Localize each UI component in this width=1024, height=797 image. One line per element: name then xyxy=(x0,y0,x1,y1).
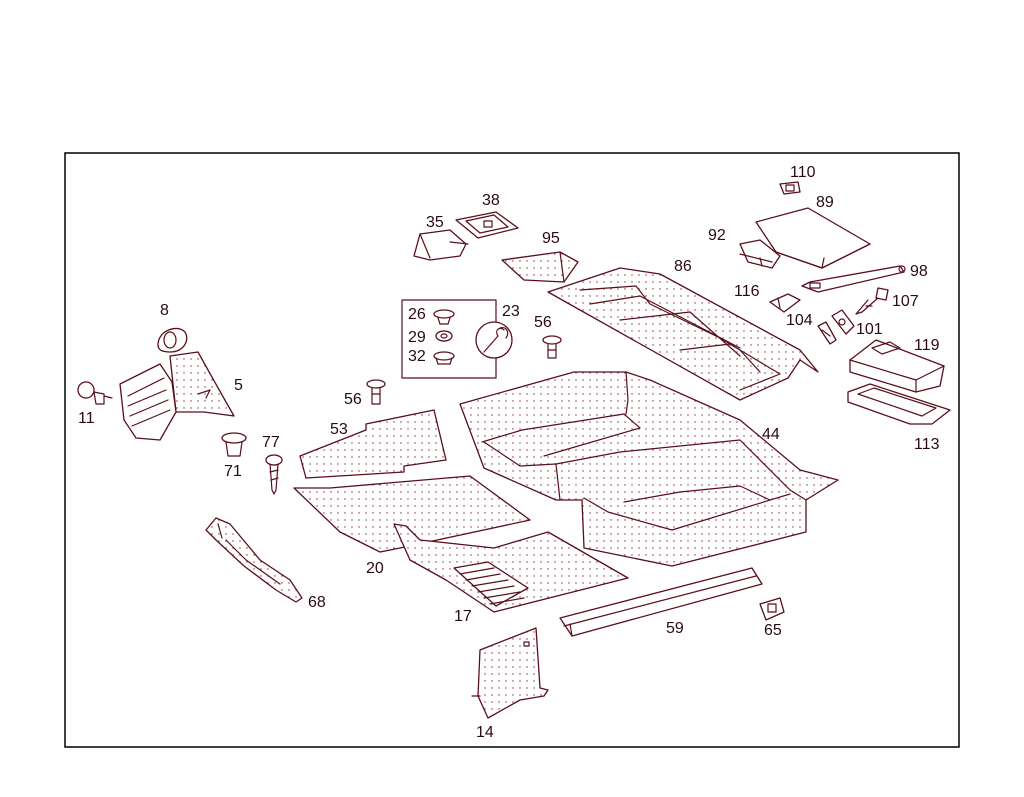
label-38: 38 xyxy=(482,192,500,209)
part-68-side-panel xyxy=(205,517,303,603)
label-35: 35 xyxy=(426,214,444,231)
label-53: 53 xyxy=(330,421,348,438)
part-20-carpet xyxy=(293,475,531,553)
label-14: 14 xyxy=(476,724,494,741)
label-32: 32 xyxy=(408,348,426,365)
part-119-box xyxy=(849,339,945,393)
part-86-rear-floor-panel xyxy=(547,267,819,401)
part-113-tray xyxy=(847,383,951,425)
label-8: 8 xyxy=(160,302,169,319)
label-59: 59 xyxy=(666,620,684,637)
label-71: 71 xyxy=(224,463,242,480)
label-98: 98 xyxy=(910,263,928,280)
part-32-retainer xyxy=(433,351,455,365)
label-68: 68 xyxy=(308,594,326,611)
part-65-clip xyxy=(759,597,785,621)
part-35-cap xyxy=(413,229,469,261)
inset-box-23 xyxy=(401,299,513,379)
label-110: 110 xyxy=(790,164,816,181)
part-116-bracket xyxy=(769,293,801,313)
label-89: 89 xyxy=(816,194,834,211)
label-20: 20 xyxy=(366,560,384,577)
label-101: 101 xyxy=(856,321,883,338)
label-26: 26 xyxy=(408,306,426,323)
label-113: 113 xyxy=(914,436,940,453)
part-59-sill xyxy=(559,567,763,637)
label-92: 92 xyxy=(708,227,726,244)
part-38-tray xyxy=(455,211,519,239)
label-77: 77 xyxy=(262,434,280,451)
part-11-bolt xyxy=(77,381,113,405)
label-56-lower: 56 xyxy=(344,391,362,408)
label-65: 65 xyxy=(764,622,782,639)
part-26-cap xyxy=(433,309,455,325)
wrench-symbol xyxy=(475,321,513,359)
part-95-pad xyxy=(501,251,579,283)
label-104: 104 xyxy=(786,312,813,329)
label-119: 119 xyxy=(914,337,940,354)
label-86: 86 xyxy=(674,258,692,275)
label-29: 29 xyxy=(408,329,426,346)
part-labels: 110 89 38 35 95 92 86 98 116 107 104 101… xyxy=(78,164,940,741)
label-116: 116 xyxy=(734,283,760,300)
part-71-clip xyxy=(221,432,247,457)
label-11: 11 xyxy=(78,410,95,427)
part-53-mat xyxy=(299,409,447,479)
part-56-plug-lower xyxy=(366,379,386,405)
part-8-grommet xyxy=(157,327,188,353)
label-44: 44 xyxy=(762,426,780,443)
part-44-floor-carpet xyxy=(459,371,839,567)
part-14-side-trim xyxy=(471,627,549,719)
part-98-strap xyxy=(801,265,906,293)
part-104-clip xyxy=(817,321,837,345)
part-5-side-trim xyxy=(119,351,235,441)
part-89-cover-panel xyxy=(755,207,871,269)
part-56-plug-upper xyxy=(542,335,562,359)
label-95: 95 xyxy=(542,230,560,247)
part-77-screw xyxy=(265,454,283,495)
label-23: 23 xyxy=(502,303,520,320)
part-92-block xyxy=(739,239,781,269)
part-29-nut xyxy=(435,330,453,342)
diagram-frame xyxy=(64,152,960,748)
part-110-clip xyxy=(779,181,801,195)
label-56-upper: 56 xyxy=(534,314,552,331)
label-17: 17 xyxy=(454,608,472,625)
label-5: 5 xyxy=(234,377,243,394)
part-17-floor-mat xyxy=(393,523,629,613)
label-107: 107 xyxy=(892,293,919,310)
part-101-latch xyxy=(831,309,855,335)
part-107-screw xyxy=(855,287,889,315)
